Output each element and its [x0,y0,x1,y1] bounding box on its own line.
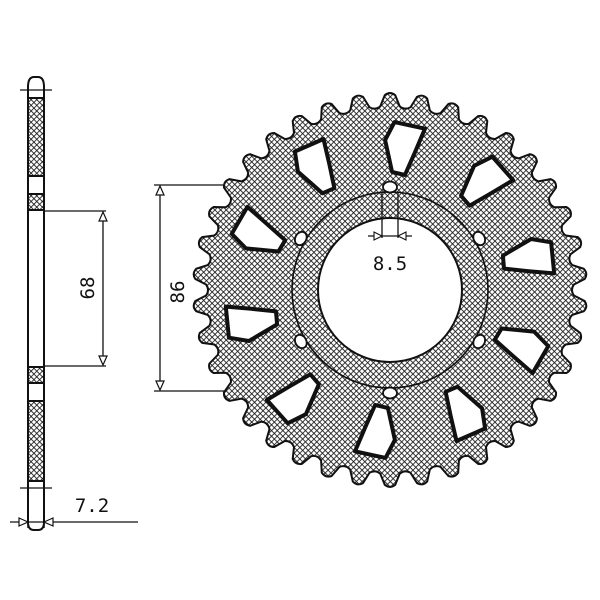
dimension-8-5-label: 8.5 [373,253,407,275]
cutout [229,204,288,254]
sprocket-teeth-outline [192,92,588,488]
cutout [292,137,337,196]
bolt-hole [472,230,487,247]
cutout [500,237,557,276]
cutout [459,154,516,208]
dimension-8-5: 8.5 [368,192,412,275]
bolt-hole [382,386,398,400]
bolt-holes [293,180,487,400]
bolt-hole [382,180,398,194]
bolt-hole [472,333,487,350]
cutout [492,326,551,376]
center-bore [317,217,463,363]
cutout [443,384,488,443]
cutout [223,304,280,343]
bolt-hole [293,333,308,350]
cutout [264,372,321,426]
cutout [383,120,427,177]
lightening-cutouts [223,120,557,460]
bolt-hole [293,230,308,247]
cutout [353,403,397,460]
